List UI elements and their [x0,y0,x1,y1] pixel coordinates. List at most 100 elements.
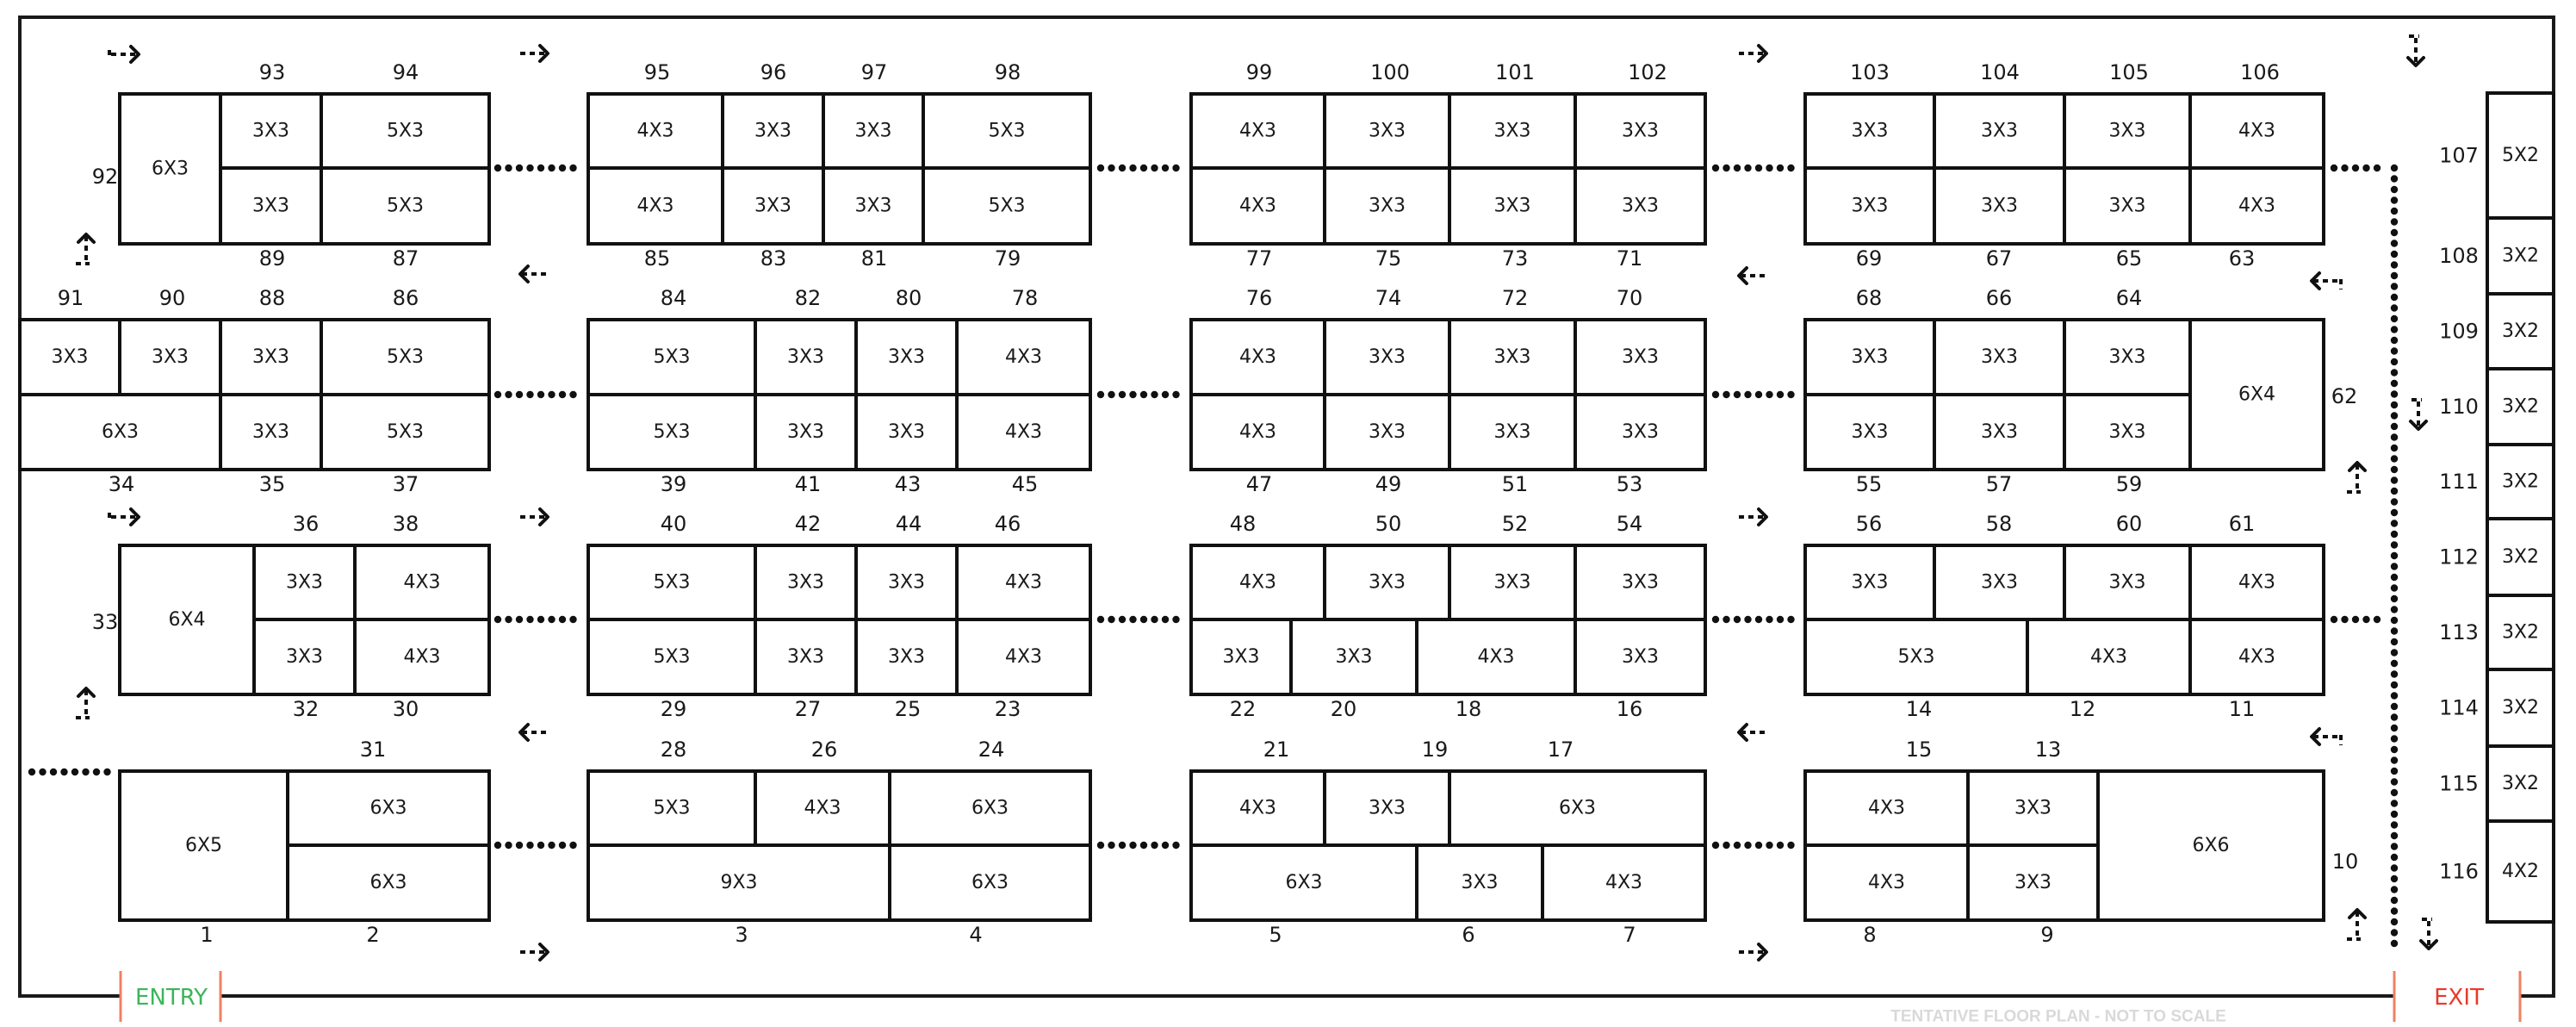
stall-rect[interactable] [1448,92,1577,170]
stall-rect[interactable] [854,393,959,471]
stall-rect[interactable] [1803,166,1936,246]
stall-rect[interactable] [721,166,825,246]
stall-rect[interactable] [1541,843,1707,922]
stall-rect[interactable] [587,166,724,246]
stall-rect[interactable] [2026,618,2192,696]
stall-rect[interactable] [2486,91,2555,220]
stall-rect[interactable] [2188,544,2325,621]
stall-rect[interactable] [721,92,825,170]
stall-rect[interactable] [1189,843,1418,922]
stall-rect[interactable] [1574,393,1707,471]
stall-rect[interactable] [1415,618,1577,696]
stall-rect[interactable] [922,166,1092,246]
stall-rect[interactable] [1448,769,1707,847]
stall-rect[interactable] [587,843,891,922]
stall-rect[interactable] [1189,92,1326,170]
stall-rect[interactable] [822,166,925,246]
stall-rect[interactable] [1966,843,2100,922]
stall-rect[interactable] [2096,769,2325,922]
stall-rect[interactable] [1803,92,1936,170]
stall-rect[interactable] [320,92,491,170]
stall-rect[interactable] [1574,544,1707,621]
stall-rect[interactable] [219,393,323,471]
stall-rect[interactable] [1415,843,1544,922]
stall-rect[interactable] [1803,843,1970,922]
stall-rect[interactable] [822,92,925,170]
stall-rect[interactable] [1448,318,1577,396]
stall-rect[interactable] [1574,92,1707,170]
stall-rect[interactable] [118,92,222,246]
stall-rect[interactable] [353,618,491,696]
stall-rect[interactable] [587,618,757,696]
stall-rect[interactable] [1448,393,1577,471]
stall-rect[interactable] [2486,367,2555,446]
stall-rect[interactable] [2188,318,2325,471]
stall-rect[interactable] [219,318,323,396]
stall-rect[interactable] [1323,544,1451,621]
stall-rect[interactable] [320,393,491,471]
stall-rect[interactable] [1189,769,1326,847]
stall-rect[interactable] [922,92,1092,170]
